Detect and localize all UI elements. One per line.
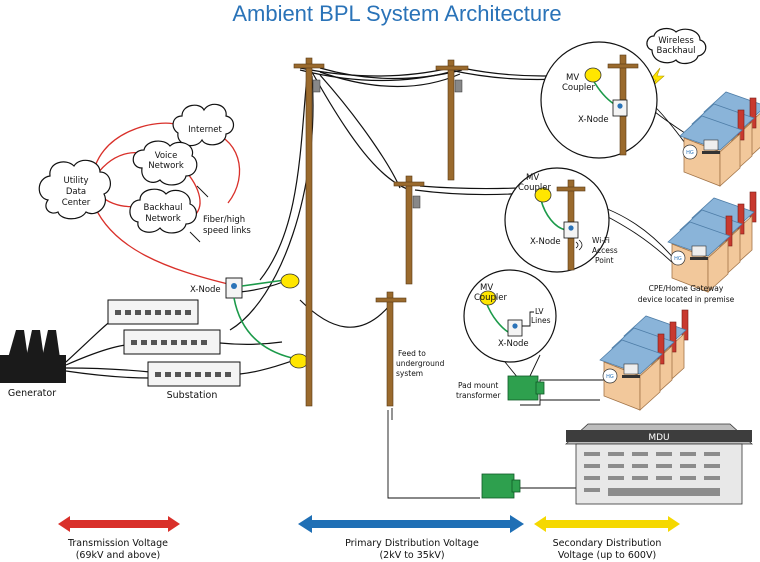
legend-primary-line2: (2kV to 35kV)	[379, 550, 444, 561]
legend-primary-line1: Primary Distribution Voltage	[345, 538, 479, 549]
pole-feed	[375, 291, 407, 407]
utility-label-1: Utility	[63, 176, 88, 186]
home-gateway-device: HG	[602, 363, 640, 384]
mv-coupler-top-1: MV	[566, 73, 579, 83]
cloud-utility-data-center: Utility Data Center	[38, 159, 111, 220]
diagram-title: Ambient BPL System Architecture	[232, 1, 561, 26]
fiber-label-1: Fiber/high	[203, 215, 245, 225]
wireless-label-2: Backhaul	[657, 46, 696, 56]
pole-middle	[393, 175, 425, 285]
mdu-label: MDU	[648, 433, 669, 443]
cloud-backhaul-network: Backhaul Network	[129, 188, 197, 234]
cloud-internet: Internet	[172, 103, 235, 147]
wifi-label-1: Wi-Fi	[592, 236, 610, 245]
mv-coupler-mid-1: MV	[526, 173, 539, 183]
mdu-building: MDU	[564, 423, 754, 505]
utility-label-2: Data	[66, 187, 86, 197]
legend-transmission: Transmission Voltage (69kV and above)	[58, 516, 180, 561]
zoom-circle-top: MV Coupler X-Node	[540, 41, 658, 159]
cloud-wireless-backhaul: Wireless Backhaul	[646, 27, 707, 65]
coupler-a	[280, 273, 300, 289]
lv-lines-1: LV	[535, 307, 544, 316]
low-circle-pointer-2	[529, 354, 541, 377]
cpe-label-1: CPE/Home Gateway	[649, 284, 724, 293]
low-circle-pointer	[504, 361, 519, 379]
substation-feed	[219, 341, 283, 345]
x-node-low-label: X-Node	[498, 339, 529, 349]
fiber-label-2: speed links	[203, 226, 251, 236]
feed-label-2: underground	[396, 359, 445, 368]
cpe-label-2: device located in premise	[638, 295, 735, 304]
green-link-b	[233, 297, 293, 359]
backhaul-label-1: Backhaul	[144, 203, 183, 213]
internet-label: Internet	[188, 125, 222, 135]
pole-top-middle	[435, 59, 469, 181]
legend: Transmission Voltage (69kV and above) Pr…	[58, 515, 680, 561]
wifi-signal-icon	[575, 239, 583, 251]
substation-label: Substation	[167, 390, 218, 401]
hg-label: HG	[674, 256, 682, 262]
wireless-label-1: Wireless	[658, 36, 694, 46]
hg-label: HG	[686, 150, 694, 156]
utility-label-3: Center	[62, 198, 91, 208]
mv-coupler-low-1: MV	[480, 283, 493, 293]
wifi-label-3: Point	[595, 256, 614, 265]
generator-plant: Generator	[0, 330, 66, 399]
mv-coupler-mid-2: Coupler	[518, 183, 552, 193]
x-node-top-label: X-Node	[578, 115, 609, 125]
mv-coupler-top-2: Coupler	[562, 83, 596, 93]
pad-mount-transformer-2	[481, 473, 521, 499]
pad-mount-label-2: transformer	[456, 391, 501, 400]
cloud-voice-network: Voice Network	[132, 140, 198, 186]
legend-transmission-line2: (69kV and above)	[76, 550, 161, 561]
zoom-circle-low: MV Coupler LV Lines X-Node	[463, 269, 557, 363]
lv-lines-2: Lines	[531, 316, 551, 325]
substation-feed-2	[239, 359, 296, 375]
generator-label: Generator	[8, 388, 56, 399]
legend-secondary-line2: Voltage (up to 600V)	[558, 550, 656, 561]
feed-label-3: system	[396, 369, 423, 378]
x-node-main-label: X-Node	[190, 285, 221, 295]
pole-main	[293, 57, 325, 407]
substation: Substation	[107, 299, 241, 401]
wifi-label-2: Access	[592, 246, 618, 255]
home-gateway-device: HG	[682, 139, 720, 160]
legend-secondary: Secondary Distribution Voltage (up to 60…	[534, 516, 680, 561]
legend-primary: Primary Distribution Voltage (2kV to 35k…	[298, 515, 524, 561]
green-link-a	[241, 279, 286, 287]
voice-label-1: Voice	[155, 151, 178, 161]
legend-secondary-line1: Secondary Distribution	[553, 538, 662, 549]
home-gateway-device: HG	[670, 245, 708, 266]
pad-mount-label-1: Pad mount	[458, 381, 498, 390]
feed-label-1: Feed to	[398, 349, 426, 358]
voice-label-2: Network	[148, 161, 184, 171]
pad-mount-transformer	[507, 375, 545, 401]
backhaul-label-2: Network	[145, 214, 181, 224]
main-x-node: X-Node	[190, 277, 243, 299]
houses: HG HG HG	[599, 91, 760, 411]
hg-label: HG	[606, 374, 614, 380]
mv-coupler-low-2: Coupler	[474, 293, 508, 303]
coupler-b	[289, 353, 309, 369]
legend-transmission-line1: Transmission Voltage	[67, 538, 168, 549]
zoom-circle-middle: MV Coupler X-Node Wi-Fi Access Point	[504, 167, 618, 273]
x-node-mid-label: X-Node	[530, 237, 561, 247]
